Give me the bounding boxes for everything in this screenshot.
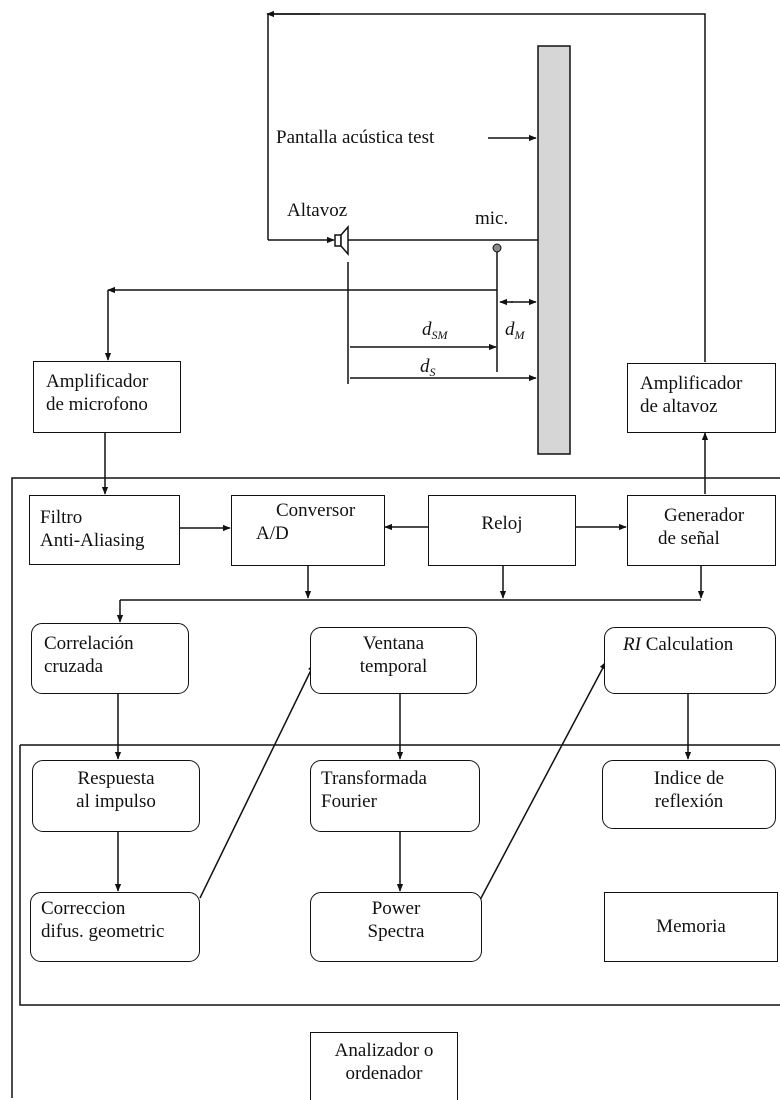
fourier-line2: Fourier	[321, 791, 377, 812]
speaker-amplifier-line1: Amplificador	[640, 373, 743, 394]
microphone-label: mic.	[475, 208, 509, 229]
correction-line2: difus. geometric	[41, 921, 165, 942]
microphone-amplifier-block: Amplificador de microfono	[33, 361, 181, 433]
fourier-transform-block: Transformada Fourier	[310, 760, 480, 832]
geometric-correction-block: Correccion difus. geometric	[30, 892, 200, 962]
ri-calculation-text: Calculation	[640, 634, 734, 655]
microphone-amplifier-line1: Amplificador	[46, 371, 149, 392]
signal-generator-block: Generador de señal	[627, 495, 776, 566]
speaker-amplifier-block: Amplificador de altavoz	[627, 363, 776, 433]
ri-calculation-block: RI Calculation	[604, 627, 776, 694]
impulse-response-block: Respuesta al impulso	[32, 760, 200, 832]
speaker-icon	[334, 225, 349, 256]
ri-symbol: RI	[623, 634, 641, 655]
generator-line2: de señal	[658, 528, 720, 549]
time-window-block: Ventana temporal	[310, 627, 477, 694]
memory-label: Memoria	[656, 916, 726, 937]
memory-block: Memoria	[604, 892, 778, 962]
converter-line2: A/D	[256, 523, 289, 544]
reflection-line2: reflexión	[654, 791, 724, 812]
converter-line1: Conversor	[276, 500, 356, 521]
acoustic-screen-label: Pantalla acústica test	[276, 127, 435, 148]
acoustic-screen	[537, 45, 571, 455]
generator-line1: Generador	[664, 505, 745, 526]
cross-correlation-block: Correlación cruzada	[31, 623, 189, 694]
correlation-line2: cruzada	[44, 656, 104, 677]
power-line2: Spectra	[367, 921, 425, 942]
analyzer-line2: ordenador	[345, 1063, 423, 1084]
speaker-label: Altavoz	[287, 200, 348, 221]
impulse-line1: Respuesta	[77, 768, 155, 789]
fourier-line1: Transformada	[321, 768, 427, 789]
microphone-amplifier-line2: de microfono	[46, 394, 148, 415]
power-spectra-block: Power Spectra	[310, 892, 482, 962]
filter-line1: Filtro	[40, 507, 83, 528]
microphone-icon	[492, 243, 502, 253]
distance-ds-label: dS	[420, 356, 436, 379]
clock-block: Reloj	[428, 495, 576, 566]
correlation-line1: Correlación	[44, 633, 134, 654]
correction-line1: Correccion	[41, 898, 126, 919]
analyzer-block: Analizador o ordenador	[310, 1032, 458, 1100]
impulse-line2: al impulso	[76, 791, 156, 812]
filter-line2: Anti-Aliasing	[40, 530, 145, 551]
speaker-amplifier-line2: de altavoz	[640, 396, 718, 417]
distance-dsm-label: dSM	[422, 319, 448, 342]
window-line1: Ventana	[362, 633, 425, 654]
analyzer-frame	[11, 477, 780, 1098]
reflection-line1: Indice de	[653, 768, 725, 789]
analyzer-line1: Analizador o	[334, 1040, 434, 1061]
anti-aliasing-filter-block: Filtro Anti-Aliasing	[29, 495, 180, 565]
clock-label: Reloj	[481, 513, 523, 534]
window-line2: temporal	[359, 656, 428, 677]
power-line1: Power	[371, 898, 421, 919]
distance-dm-label: dM	[505, 319, 525, 342]
ad-converter-block: Conversor A/D	[231, 495, 385, 566]
reflection-index-block: Indice de reflexión	[602, 760, 776, 829]
